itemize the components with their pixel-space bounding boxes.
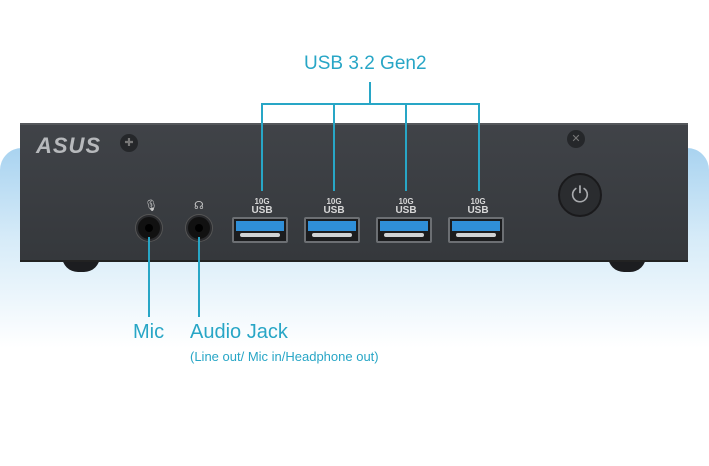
power-button[interactable]: ⏻ [558, 173, 602, 217]
microphone-icon: 🎙 [144, 200, 158, 212]
audio-jack-label: Audio Jack [190, 321, 288, 343]
asus-logo: ASUS [36, 133, 102, 158]
mic-label: Mic [133, 321, 165, 343]
usb-port [448, 217, 504, 243]
usb-group-label: USB 3.2 Gen2 [304, 53, 427, 74]
callout-line [478, 103, 480, 191]
device-foot [608, 256, 646, 272]
callout-line [333, 103, 335, 191]
screw-icon: ✕ [567, 130, 585, 148]
audio-jack-sublabel: (Line out/ Mic in/Headphone out) [190, 349, 379, 364]
callout-line [261, 103, 263, 191]
power-icon: ⏻ [571, 182, 589, 207]
headphone-icon: ☊ [194, 200, 204, 212]
callout-line [148, 237, 150, 317]
callout-line [405, 103, 407, 191]
callout-line [369, 82, 371, 104]
usb-port [232, 217, 288, 243]
callout-bracket [261, 103, 480, 105]
usb-port [304, 217, 360, 243]
screw-icon: ✚ [120, 134, 138, 152]
device-foot [62, 256, 100, 272]
callout-line [198, 237, 200, 317]
usb-port [376, 217, 432, 243]
